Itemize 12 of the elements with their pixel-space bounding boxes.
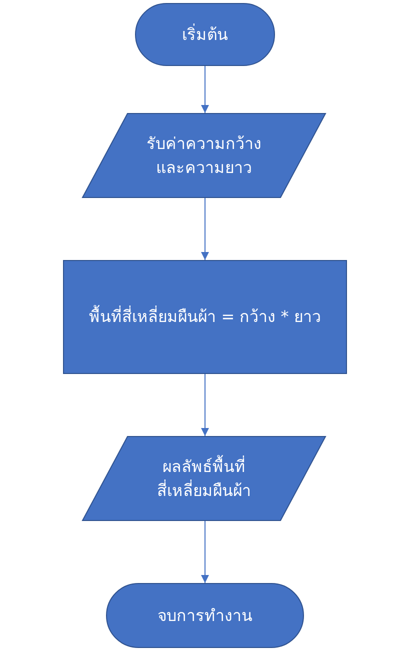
input-parallelogram [82,113,326,198]
process-box [63,260,347,374]
output-parallelogram [82,436,326,521]
node-label: ผลลัพธ์พื้นที่สี่เหลี่ยมผืนผ้า [156,455,252,502]
arrow [201,520,209,584]
arrow [201,198,209,260]
node-label: รับค่าความกว้างและความยาว [146,133,262,178]
node-label: พื้นที่สี่เหลี่ยมผืนผ้า = กว้าง * ยาว [89,305,321,328]
node-label: จบการทำงาน [158,604,252,627]
node-label: เริ่มต้น [182,22,228,46]
arrow [201,66,209,114]
arrow [201,374,209,436]
